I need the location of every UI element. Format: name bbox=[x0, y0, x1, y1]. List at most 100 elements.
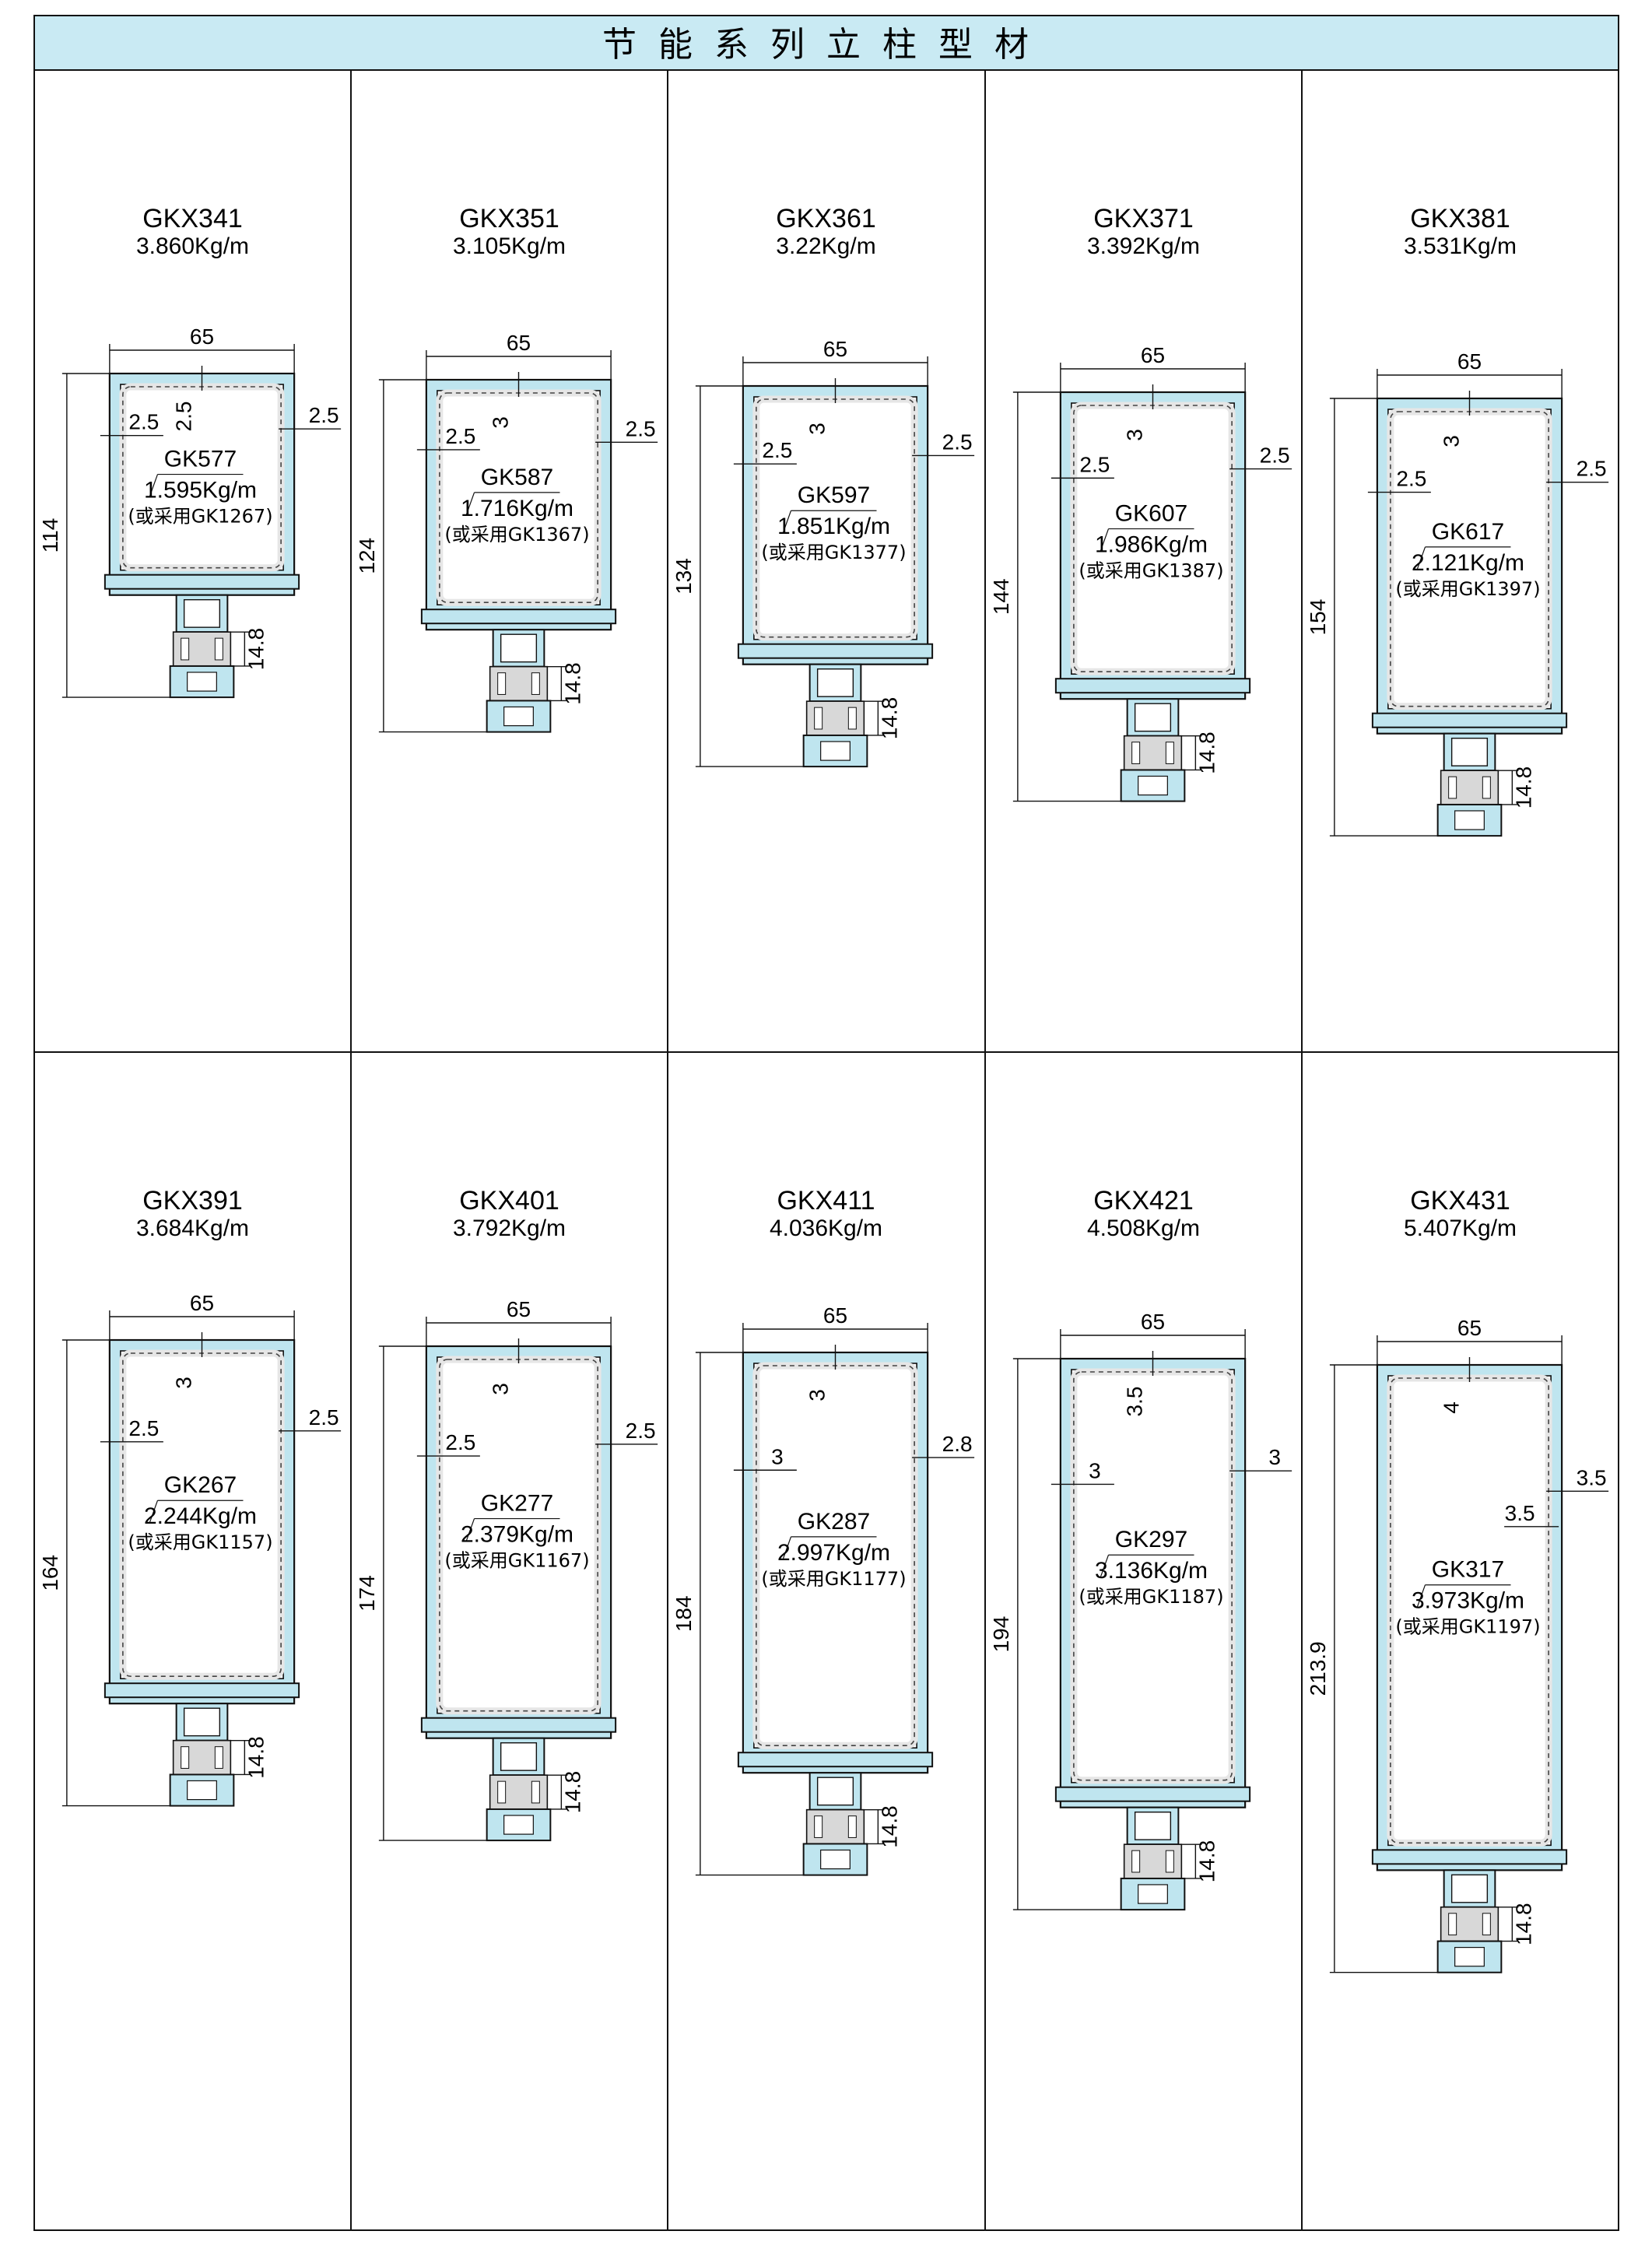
right-wall-dimension: 2.5 bbox=[942, 430, 973, 454]
profile-flange bbox=[1371, 712, 1568, 728]
tongue-dimension: 14.8 bbox=[560, 662, 584, 705]
profile-weight: 3.22Kg/m bbox=[776, 233, 875, 259]
stem-cavity bbox=[816, 1777, 854, 1806]
height-dimension: 184 bbox=[672, 1595, 696, 1632]
stem-cavity bbox=[1134, 703, 1172, 732]
right-wall-dimension: 2.5 bbox=[1260, 444, 1290, 468]
width-dimension: 65 bbox=[1457, 1316, 1482, 1340]
stem-cavity bbox=[816, 668, 854, 697]
insert-code: GK587 bbox=[481, 465, 553, 490]
tongue-dimension: 14.8 bbox=[877, 1805, 901, 1848]
thermal-break-bar bbox=[497, 672, 507, 695]
side-wall-dimension: 3 bbox=[771, 1444, 784, 1468]
profile-code: GKX361 bbox=[776, 204, 876, 233]
insert-weight: 2.244Kg/m bbox=[144, 1503, 257, 1529]
profile-weight: 4.036Kg/m bbox=[770, 1215, 882, 1241]
width-dimension: 65 bbox=[823, 1303, 847, 1328]
insert-code: GK597 bbox=[798, 482, 870, 508]
insert-label-leader bbox=[1416, 1584, 1426, 1607]
top-wall-dimension: 3 bbox=[1440, 435, 1464, 447]
insert-alternative: (或采用GK1197) bbox=[1395, 1616, 1540, 1638]
side-wall-dimension: 2.5 bbox=[445, 424, 475, 448]
profile-flange bbox=[737, 1752, 934, 1768]
side-wall-dimension: 2.5 bbox=[1079, 452, 1110, 476]
tongue-dimension: 14.8 bbox=[1194, 1840, 1219, 1883]
clip-slot bbox=[1138, 775, 1168, 796]
thermal-break-bar bbox=[814, 1815, 823, 1838]
width-dimension: 65 bbox=[1141, 343, 1165, 367]
insert-alternative: (或采用GK1167) bbox=[444, 1550, 589, 1572]
profile-flange bbox=[103, 574, 300, 590]
top-wall-dimension: 3 bbox=[805, 423, 830, 435]
stem-cavity bbox=[1450, 738, 1489, 766]
profile-cavity bbox=[1387, 409, 1552, 710]
height-dimension: 114 bbox=[38, 518, 62, 553]
thermal-break-bar bbox=[847, 1815, 857, 1838]
tongue-dimension: 14.8 bbox=[1511, 766, 1535, 809]
profile-code: GKX421 bbox=[1093, 1186, 1194, 1215]
height-dimension: 164 bbox=[38, 1555, 62, 1591]
height-dimension: 154 bbox=[1306, 599, 1330, 636]
stem-cavity bbox=[183, 1707, 221, 1737]
top-wall-dimension: 3.5 bbox=[1123, 1387, 1147, 1417]
width-dimension: 65 bbox=[190, 1291, 214, 1315]
right-wall-dimension: 2.5 bbox=[1577, 457, 1607, 481]
profile-code: GKX431 bbox=[1410, 1186, 1510, 1215]
tongue-dimension: 14.8 bbox=[244, 1736, 268, 1779]
profile-cell: GKX4315.407Kg/m65213.914.843.53.5GK3173.… bbox=[1306, 1186, 1609, 1973]
side-wall-dimension: 2.5 bbox=[762, 438, 792, 462]
tongue-dimension: 14.8 bbox=[560, 1771, 584, 1814]
tongue-dimension: 14.8 bbox=[1194, 731, 1219, 774]
stem-cavity bbox=[1134, 1811, 1172, 1840]
height-dimension: 213.9 bbox=[1306, 1641, 1330, 1696]
side-wall-dimension: 2.5 bbox=[128, 1416, 159, 1440]
insert-label-leader bbox=[465, 1518, 475, 1541]
profile-flange bbox=[1054, 1786, 1251, 1802]
insert-weight: 2.121Kg/m bbox=[1412, 550, 1524, 576]
insert-code: GK617 bbox=[1432, 519, 1504, 545]
clip-slot bbox=[503, 1815, 534, 1835]
insert-alternative: (或采用GK1267) bbox=[128, 506, 272, 528]
sheet-frame bbox=[33, 69, 1619, 2231]
profile-weight: 3.684Kg/m bbox=[136, 1215, 249, 1241]
right-wall-dimension: 3.5 bbox=[1577, 1465, 1607, 1489]
thermal-break-bar bbox=[181, 637, 190, 661]
header-bar bbox=[33, 15, 1619, 71]
top-wall-dimension: 3 bbox=[489, 416, 513, 429]
side-wall-dimension: 2.5 bbox=[128, 410, 159, 434]
profile-cell: GKX4214.508Kg/m6519414.83.533GK2973.136K… bbox=[989, 1186, 1292, 1911]
insert-alternative: (或采用GK1367) bbox=[444, 524, 589, 545]
insert-code: GK267 bbox=[164, 1472, 237, 1498]
thermal-break-bar bbox=[1448, 1913, 1457, 1936]
side-wall-dimension: 2.5 bbox=[445, 1430, 475, 1454]
right-wall-dimension: 3 bbox=[1268, 1445, 1281, 1469]
width-dimension: 65 bbox=[1141, 1310, 1165, 1334]
thermal-break-bar bbox=[1165, 742, 1174, 764]
clip-slot bbox=[1454, 1946, 1485, 1967]
insert-alternative: (或采用GK1177) bbox=[761, 1568, 906, 1590]
side-wall-dimension: 3 bbox=[1089, 1458, 1101, 1482]
thermal-break-bar bbox=[181, 1746, 190, 1769]
profile-weight: 3.392Kg/m bbox=[1087, 233, 1200, 259]
insert-label-leader bbox=[1100, 528, 1110, 551]
width-dimension: 65 bbox=[190, 324, 214, 349]
profile-code: GKX341 bbox=[142, 204, 243, 233]
thermal-break-bar bbox=[847, 707, 857, 730]
clip-slot bbox=[1138, 1884, 1168, 1904]
top-wall-dimension: 2.5 bbox=[172, 402, 196, 432]
insert-alternative: (或采用GK1187) bbox=[1079, 1586, 1223, 1608]
stem-cavity bbox=[500, 1742, 538, 1771]
profile-flange bbox=[1054, 678, 1251, 694]
insert-code: GK297 bbox=[1115, 1527, 1187, 1552]
tongue-dimension: 14.8 bbox=[1511, 1903, 1535, 1945]
profile-flange bbox=[420, 609, 617, 625]
clip-slot bbox=[503, 706, 534, 727]
insert-label-leader bbox=[149, 474, 159, 496]
height-dimension: 144 bbox=[989, 578, 1013, 615]
thermal-break-bar bbox=[1131, 1850, 1141, 1873]
